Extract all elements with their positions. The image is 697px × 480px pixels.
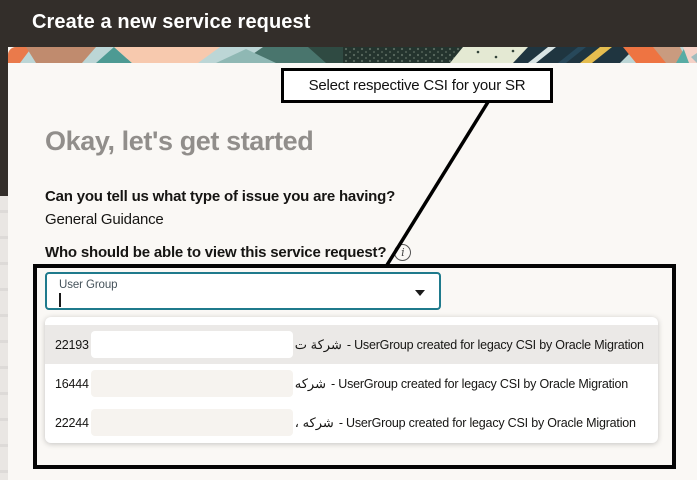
option-arabic-text: شركه [294,375,326,391]
user-group-input[interactable] [57,291,397,308]
option-csi-number: 22193 [55,337,89,352]
callout-text: Select respective CSI for your SR [308,77,526,94]
text-cursor [59,293,61,307]
background-page-edge-dark [0,0,8,196]
redaction-box [90,370,293,397]
option-arabic-text: شركة ت [294,336,342,352]
issue-type-value: General Guidance [45,211,164,228]
dropdown-option[interactable]: 22193 شركة ت - UserGroup created for leg… [45,325,658,364]
header-bar: Create a new service request [0,0,697,47]
user-group-combobox[interactable]: User Group [45,272,441,310]
redaction-box [90,409,293,436]
chevron-down-icon[interactable] [415,290,425,296]
option-csi-number: 16444 [55,376,89,391]
callout-box: Select respective CSI for your SR [281,68,553,103]
option-arabic-text: شركه ، [294,414,334,430]
banner-art [8,47,697,63]
dropdown-option[interactable]: 16444 شركه - UserGroup created for legac… [45,364,658,403]
option-description: - UserGroup created for legacy CSI by Or… [331,376,628,391]
redaction-box [90,331,293,358]
option-description: - UserGroup created for legacy CSI by Or… [338,415,636,430]
dropdown-option[interactable]: 22244 شركه ، - UserGroup created for leg… [45,403,658,442]
background-page-edge-light [0,196,8,480]
option-description: - UserGroup created for legacy CSI by Or… [346,337,644,352]
visibility-question-row: Who should be able to view this service … [45,244,412,261]
issue-type-question: Can you tell us what type of issue you a… [45,188,396,205]
page-title: Create a new service request [32,11,311,33]
option-csi-number: 22244 [55,415,89,430]
info-icon[interactable]: i [394,244,412,261]
section-heading: Okay, let's get started [45,126,314,156]
user-group-dropdown-list: 22193 شركة ت - UserGroup created for leg… [45,317,658,443]
visibility-question: Who should be able to view this service … [45,244,387,261]
combobox-label: User Group [59,279,118,291]
banner-art-svg [8,47,697,63]
